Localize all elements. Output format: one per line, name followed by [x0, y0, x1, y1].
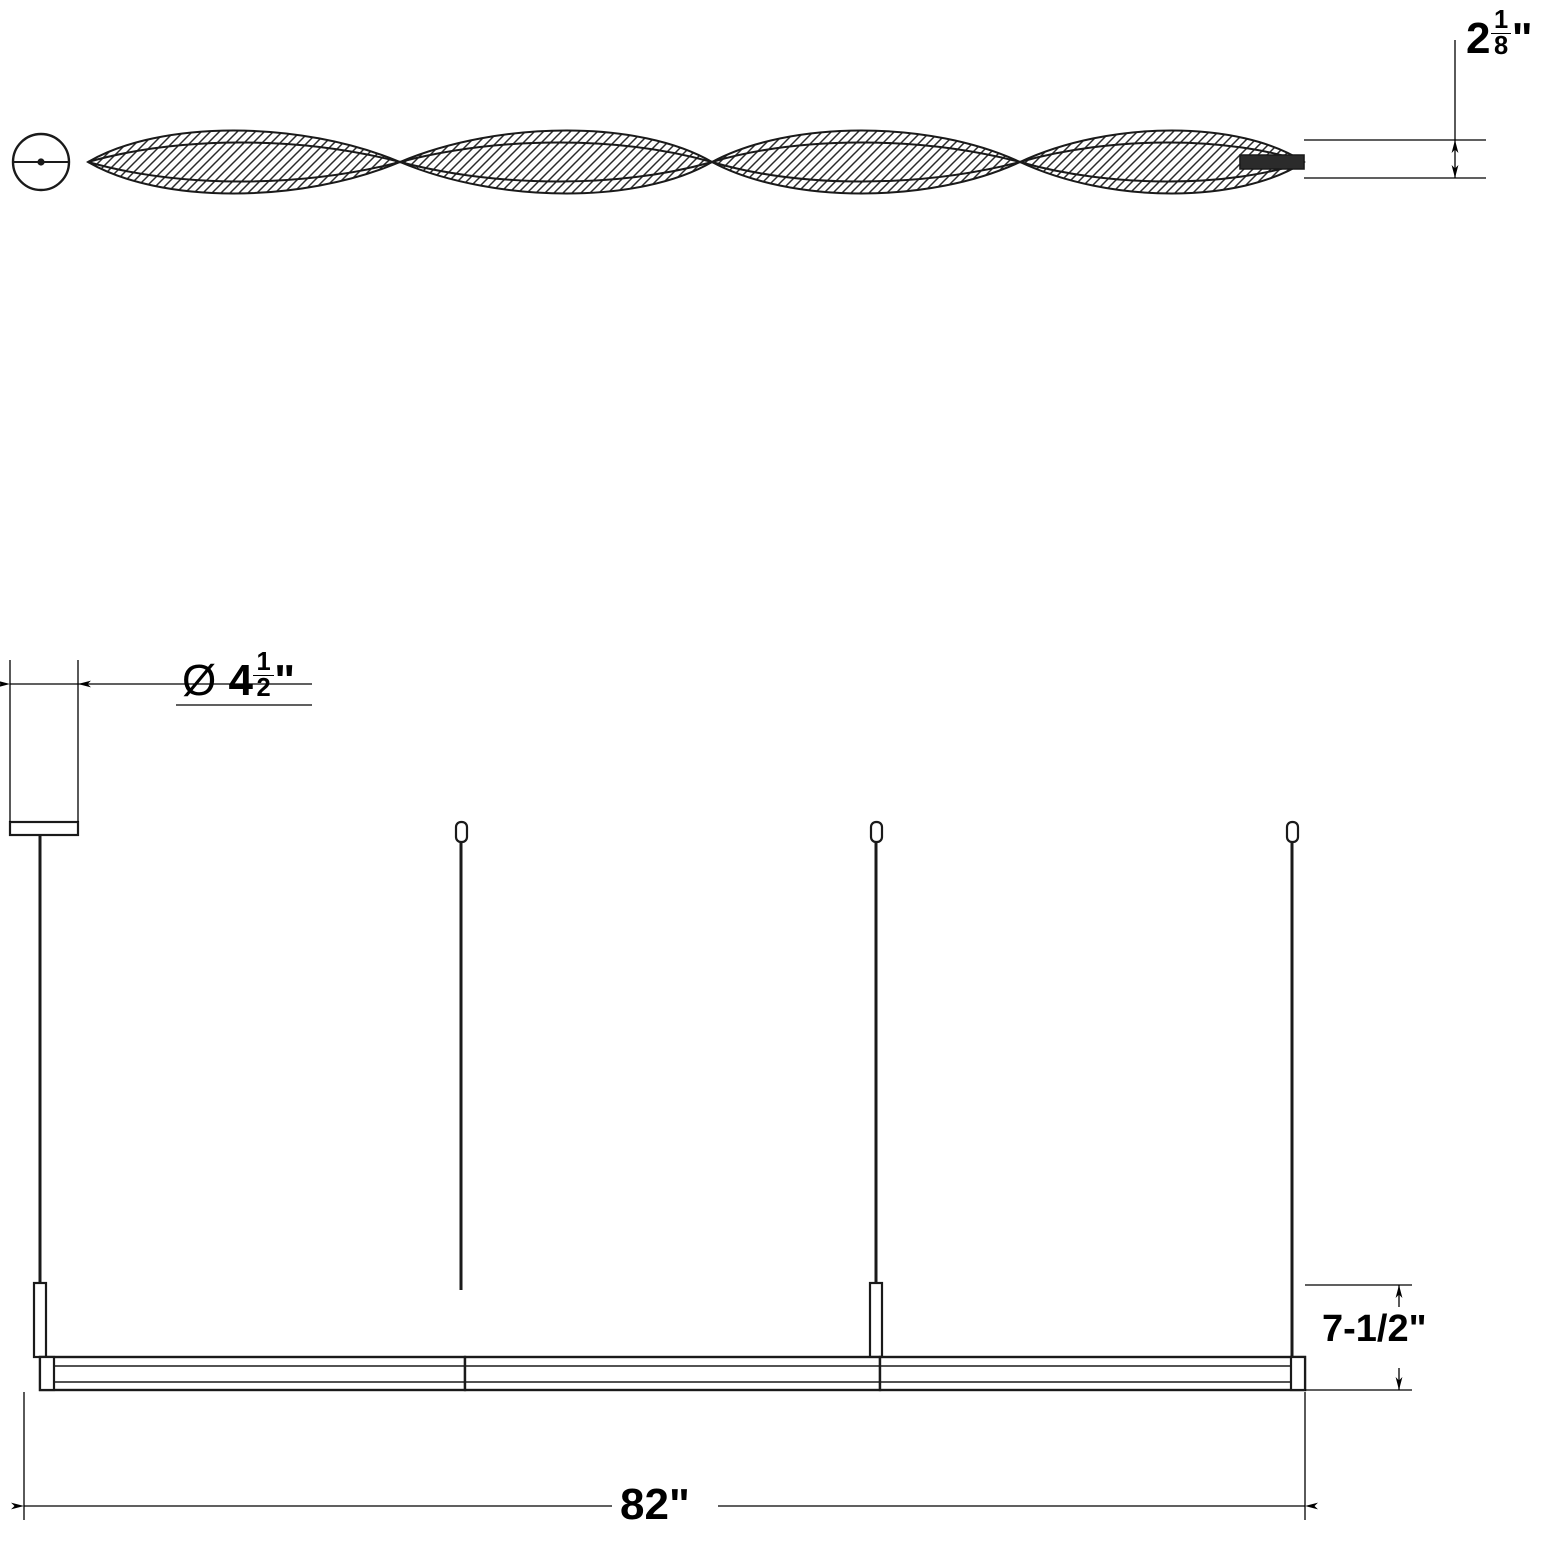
canopy-diameter-dimension	[0, 660, 312, 822]
overall-length-dimension	[11, 1392, 1318, 1520]
elevation-geometry	[8, 820, 1307, 1392]
plan-view-geometry	[11, 129, 1306, 195]
plan-depth-dimension	[1304, 40, 1486, 179]
fixture-height-label: 7-1/2"	[1322, 1308, 1427, 1350]
diameter-symbol-icon: Ø	[182, 655, 217, 705]
overall-length-label: 82"	[620, 1480, 690, 1529]
fixture-height-dimension	[1305, 1284, 1412, 1391]
